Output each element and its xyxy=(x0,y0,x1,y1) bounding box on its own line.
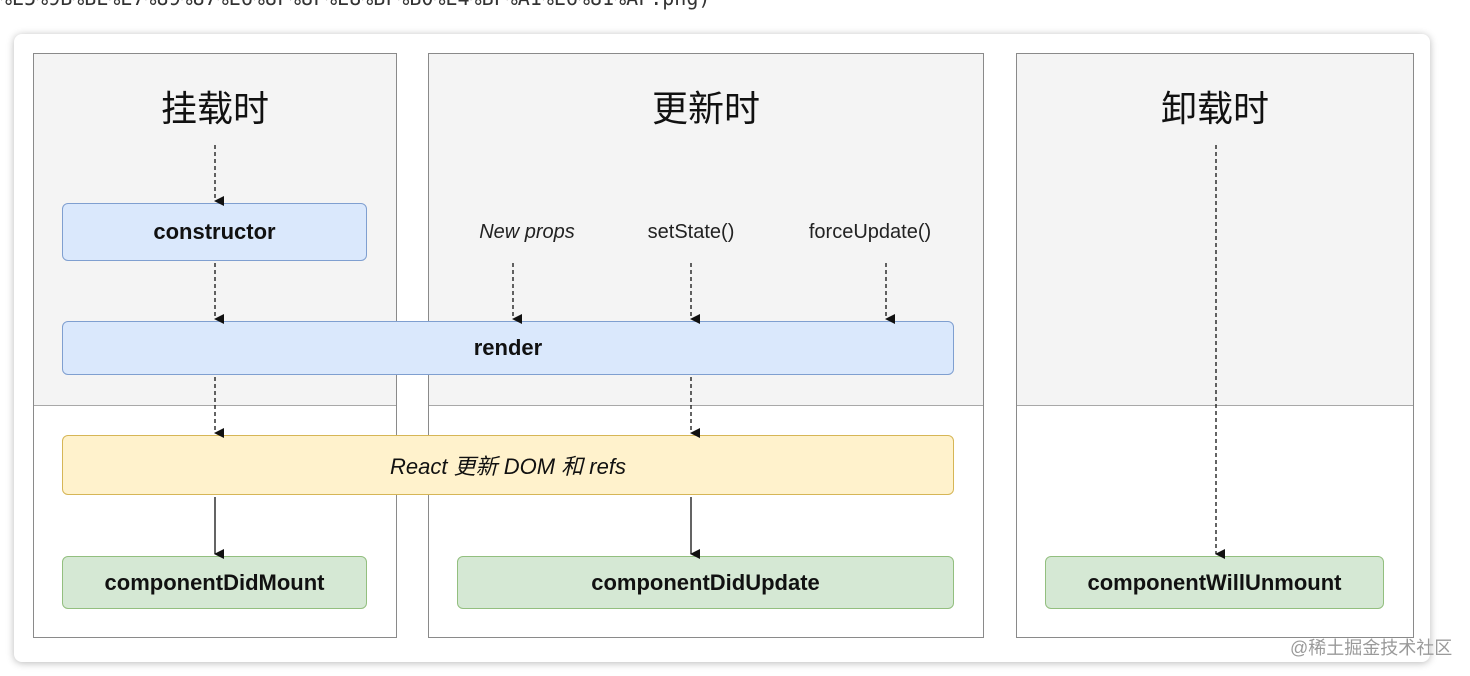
update-title: 更新时 xyxy=(651,89,760,130)
watermark: @稀土掘金技术社区 xyxy=(1290,638,1453,658)
page-header-fragment: %E5%9B%BE%E7%89%87%E6%8F%8F%E8%BF%B0%E4%… xyxy=(0,0,710,10)
component-did-update-box: componentDidUpdate xyxy=(457,556,954,609)
constructor-box: constructor xyxy=(62,203,367,261)
mount-title: 挂载时 xyxy=(160,89,269,130)
component-will-unmount-box: componentWillUnmount xyxy=(1045,556,1384,609)
component-did-mount-box: componentDidMount xyxy=(62,556,367,609)
unmount-panel: 卸载时 xyxy=(1016,53,1414,638)
trigger-forceupdate: forceUpdate() xyxy=(808,221,932,243)
trigger-setstate: setState() xyxy=(647,221,735,243)
commit-box: React 更新 DOM 和 refs xyxy=(62,435,954,495)
render-phase-area xyxy=(1017,54,1413,406)
unmount-title: 卸载时 xyxy=(1160,89,1269,130)
render-box: render xyxy=(62,321,954,375)
trigger-new-props: New props xyxy=(479,221,575,243)
